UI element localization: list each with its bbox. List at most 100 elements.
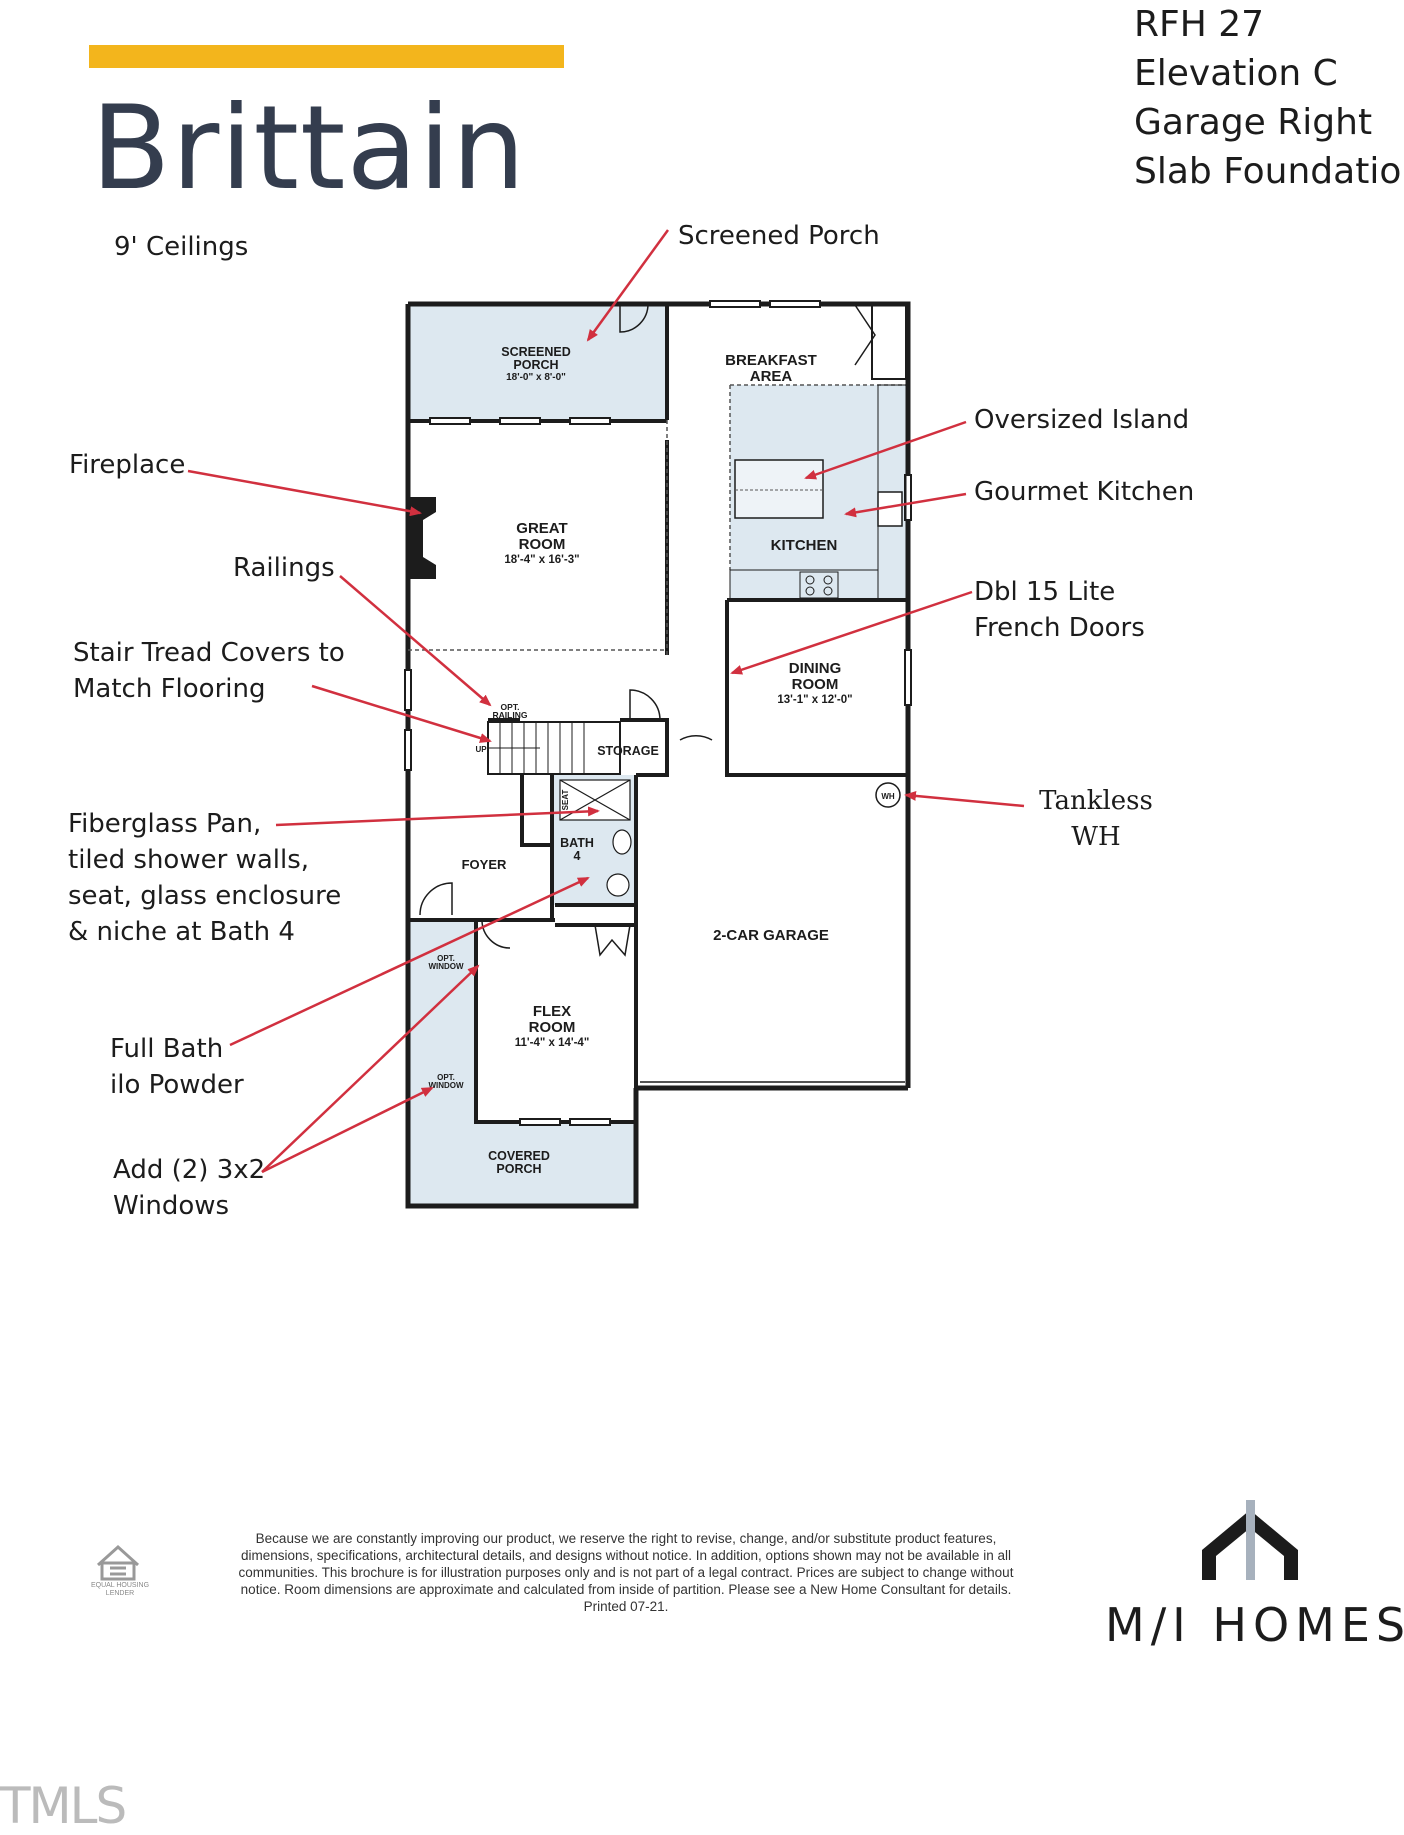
callout-full-bath: Full Bath ilo Powder xyxy=(110,1031,244,1103)
callout-line: Tankless xyxy=(1039,786,1153,816)
callout-line: ilo Powder xyxy=(110,1070,244,1100)
bath4-label: BATH xyxy=(560,836,594,850)
kitchen-label: KITCHEN xyxy=(771,537,838,554)
callout-railings: Railings xyxy=(233,553,335,583)
callout-tankless: Tankless WH xyxy=(1036,783,1156,855)
dining-dims: 13'-1" x 12'-0" xyxy=(777,694,852,706)
callout-line: Match Flooring xyxy=(73,674,266,704)
disclaimer: Because we are constantly improving our … xyxy=(238,1531,1014,1614)
callout-screened-porch: Screened Porch xyxy=(678,221,880,251)
arrow-railings xyxy=(339,575,492,707)
bath-fixtures xyxy=(559,779,632,897)
arrow-gourmet-kitchen xyxy=(844,492,967,518)
doors xyxy=(419,303,876,957)
dining-label: DINING xyxy=(789,660,842,677)
counter-right xyxy=(877,384,907,601)
opt-window-label: WINDOW xyxy=(428,962,464,971)
callout-arrows xyxy=(187,229,1025,1174)
covered-porch-area xyxy=(408,1122,636,1206)
lender-line: EQUAL HOUSING xyxy=(90,1582,150,1589)
pantry-icon xyxy=(871,303,907,380)
spec-line: RFH 27 xyxy=(1134,4,1265,45)
arrow-window-upper xyxy=(261,964,480,1173)
arrow-window-lower xyxy=(261,1086,434,1174)
equal-housing-icon xyxy=(96,1544,140,1581)
arrow-french-doors xyxy=(730,590,973,675)
ceiling-height: 9' Ceilings xyxy=(114,232,249,262)
great-room-dims: 18'-4" x 16'-3" xyxy=(504,554,579,566)
brand-wordmark: M/I HOMES xyxy=(1105,1598,1404,1652)
spec-line: Slab Foundation xyxy=(1134,151,1404,192)
callout-line: Fiberglass Pan, xyxy=(68,809,262,839)
callout-line: Stair Tread Covers to xyxy=(73,638,345,668)
callout-fiberglass: Fiberglass Pan, tiled shower walls, seat… xyxy=(68,806,341,950)
cooktop-icon xyxy=(799,571,839,599)
seat-label: SEAT xyxy=(561,790,570,811)
breakfast-label: AREA xyxy=(750,368,793,385)
callout-line: Dbl 15 Lite xyxy=(974,577,1116,607)
spec-line: Elevation C xyxy=(1134,53,1338,94)
callout-line: seat, glass enclosure xyxy=(68,881,342,911)
breakfast-label: BREAKFAST xyxy=(725,352,817,369)
screened-porch-label: SCREENED xyxy=(501,345,570,359)
arrow-tankless xyxy=(904,790,1025,808)
opt-railing-label: RAILING xyxy=(493,710,528,720)
callout-line: & niche at Bath 4 xyxy=(68,917,295,947)
flex-room-label: FLEX xyxy=(533,1003,571,1020)
mi-homes-logo-icon xyxy=(1202,1500,1298,1580)
island-icon xyxy=(734,459,824,519)
equal-housing-label: EQUAL HOUSING LENDER xyxy=(90,1582,150,1598)
flex-room-label: ROOM xyxy=(529,1019,576,1036)
arrow-fiberglass xyxy=(275,806,600,827)
accent-bar xyxy=(89,45,564,68)
covered-porch-label: PORCH xyxy=(496,1162,541,1176)
callout-line: Add (2) 3x2 xyxy=(113,1155,266,1185)
callout-gourmet-kitchen: Gourmet Kitchen xyxy=(974,477,1195,507)
page-title: Brittain xyxy=(91,81,527,216)
covered-porch-label: COVERED xyxy=(488,1149,550,1163)
great-room-label: GREAT xyxy=(516,520,567,537)
opt-window-label: OPT. xyxy=(437,954,455,963)
foyer-label: FOYER xyxy=(462,857,507,872)
arrow-full-bath xyxy=(229,876,590,1047)
callout-stair-tread: Stair Tread Covers to Match Flooring xyxy=(73,635,345,707)
water-heater-icon xyxy=(875,782,901,808)
callout-windows: Add (2) 3x2 Windows xyxy=(113,1152,265,1224)
plan-spec: RFH 27 Elevation C Garage Right Slab Fou… xyxy=(1134,0,1404,196)
lender-line: LENDER xyxy=(105,1590,135,1597)
garage-label: 2-CAR GARAGE xyxy=(713,927,829,944)
dining-label: ROOM xyxy=(792,676,839,693)
stairs-up-label: UP xyxy=(475,745,487,754)
room-labels: SCREENED PORCH 18'-0" x 8'-0" BREAKFAST … xyxy=(428,345,894,1176)
windows xyxy=(404,300,912,1126)
dashed-openings xyxy=(408,384,906,655)
screened-porch-dims: 18'-0" x 8'-0" xyxy=(506,372,566,383)
callout-line: Windows xyxy=(113,1191,230,1221)
callout-fireplace: Fireplace xyxy=(69,450,186,480)
arrow-fireplace xyxy=(187,469,422,517)
watermark: TMLS xyxy=(0,1777,127,1835)
callout-line: Full Bath xyxy=(110,1034,224,1064)
callout-french-doors: Dbl 15 Lite French Doors xyxy=(974,574,1145,646)
spec-line: Garage Right xyxy=(1134,102,1373,143)
storage-label: STORAGE xyxy=(597,744,659,758)
arrow-stair-tread xyxy=(311,684,492,743)
arrow-oversized-island xyxy=(804,420,967,480)
callout-line: French Doors xyxy=(974,613,1145,643)
screened-porch-label: PORCH xyxy=(513,358,558,372)
counter-bottom xyxy=(729,569,879,601)
callout-line: WH xyxy=(1071,822,1121,852)
callout-oversized-island: Oversized Island xyxy=(974,405,1190,435)
arrow-screened-porch xyxy=(586,229,670,342)
bath4-label: 4 xyxy=(574,849,581,863)
opt-railing-label: OPT. xyxy=(501,702,520,712)
callout-line: tiled shower walls, xyxy=(68,845,310,875)
wh-label: WH xyxy=(881,792,895,801)
flex-room-dims: 11'-4" x 14'-4" xyxy=(515,1037,590,1049)
stairs-icon xyxy=(487,721,621,775)
opt-window-label: OPT. xyxy=(437,1073,455,1082)
great-room-label: ROOM xyxy=(519,536,566,553)
screened-porch-area xyxy=(410,306,665,420)
opt-window-label: WINDOW xyxy=(428,1081,464,1090)
